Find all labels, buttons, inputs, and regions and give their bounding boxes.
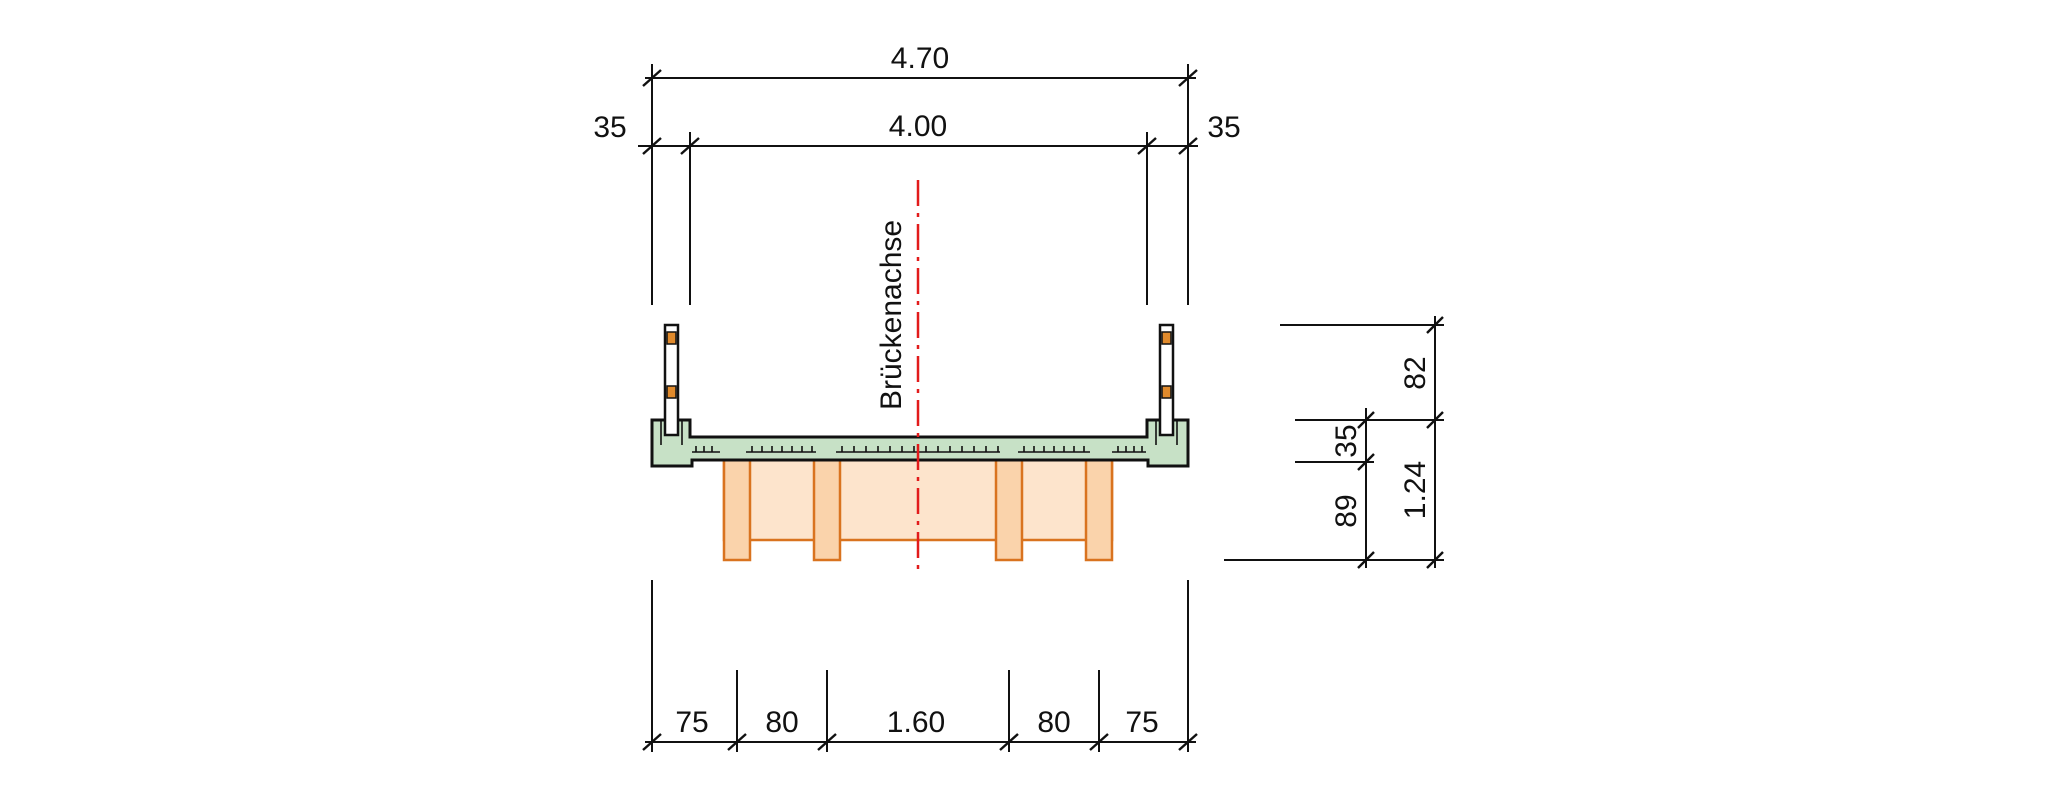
dim-bottom-label-4: 80 <box>1037 706 1070 739</box>
dim-overall-width-label: 4.70 <box>891 42 949 75</box>
railing-post-left-band-top <box>666 331 677 345</box>
railing-post-left <box>660 323 683 445</box>
rebar-right <box>1112 446 1146 453</box>
dim-overall-width: 4.70 <box>642 42 1198 305</box>
timber-beam-3 <box>994 458 1024 562</box>
dim-bottom-label-2: 80 <box>765 706 798 739</box>
dim-deck-thickness-label: 35 <box>1330 424 1363 457</box>
railing-post-left-band-bottom <box>666 385 677 399</box>
dim-railing-height-label: 82 <box>1399 356 1432 389</box>
rebar-left <box>692 446 720 453</box>
timber-beam-4 <box>1084 458 1114 562</box>
dim-clear-width-label: 4.00 <box>889 110 947 143</box>
rebar-beam-1 <box>746 446 816 453</box>
dim-beam-depth-label: 89 <box>1330 494 1363 527</box>
railing-post-right <box>1155 323 1178 445</box>
dim-left-cap-label: 35 <box>593 111 626 144</box>
timber-beam-2 <box>812 458 842 562</box>
dim-clear-width: 4.00 35 35 <box>593 110 1241 305</box>
dim-bottom-label-5: 75 <box>1125 706 1158 739</box>
dim-bottom-label-3: 1.60 <box>887 706 945 739</box>
dim-bottom-chain: 75 80 1.60 80 75 <box>642 580 1198 752</box>
timber-beam-1 <box>722 458 752 562</box>
railing-post-right-band-bottom <box>1161 385 1172 399</box>
rebar-beam-4 <box>1018 446 1090 453</box>
deck-slab <box>650 418 1190 468</box>
dim-right-cap-label: 35 <box>1207 111 1240 144</box>
railing-post-right-band-top <box>1161 331 1172 345</box>
dim-right-heights: 82 1.24 35 89 <box>1224 316 1444 569</box>
dim-total-height-label: 1.24 <box>1399 461 1432 519</box>
bridge-axis: Brückenachse <box>875 180 920 570</box>
dim-bottom-label-1: 75 <box>675 706 708 739</box>
bridge-axis-label: Brückenachse <box>875 220 908 410</box>
